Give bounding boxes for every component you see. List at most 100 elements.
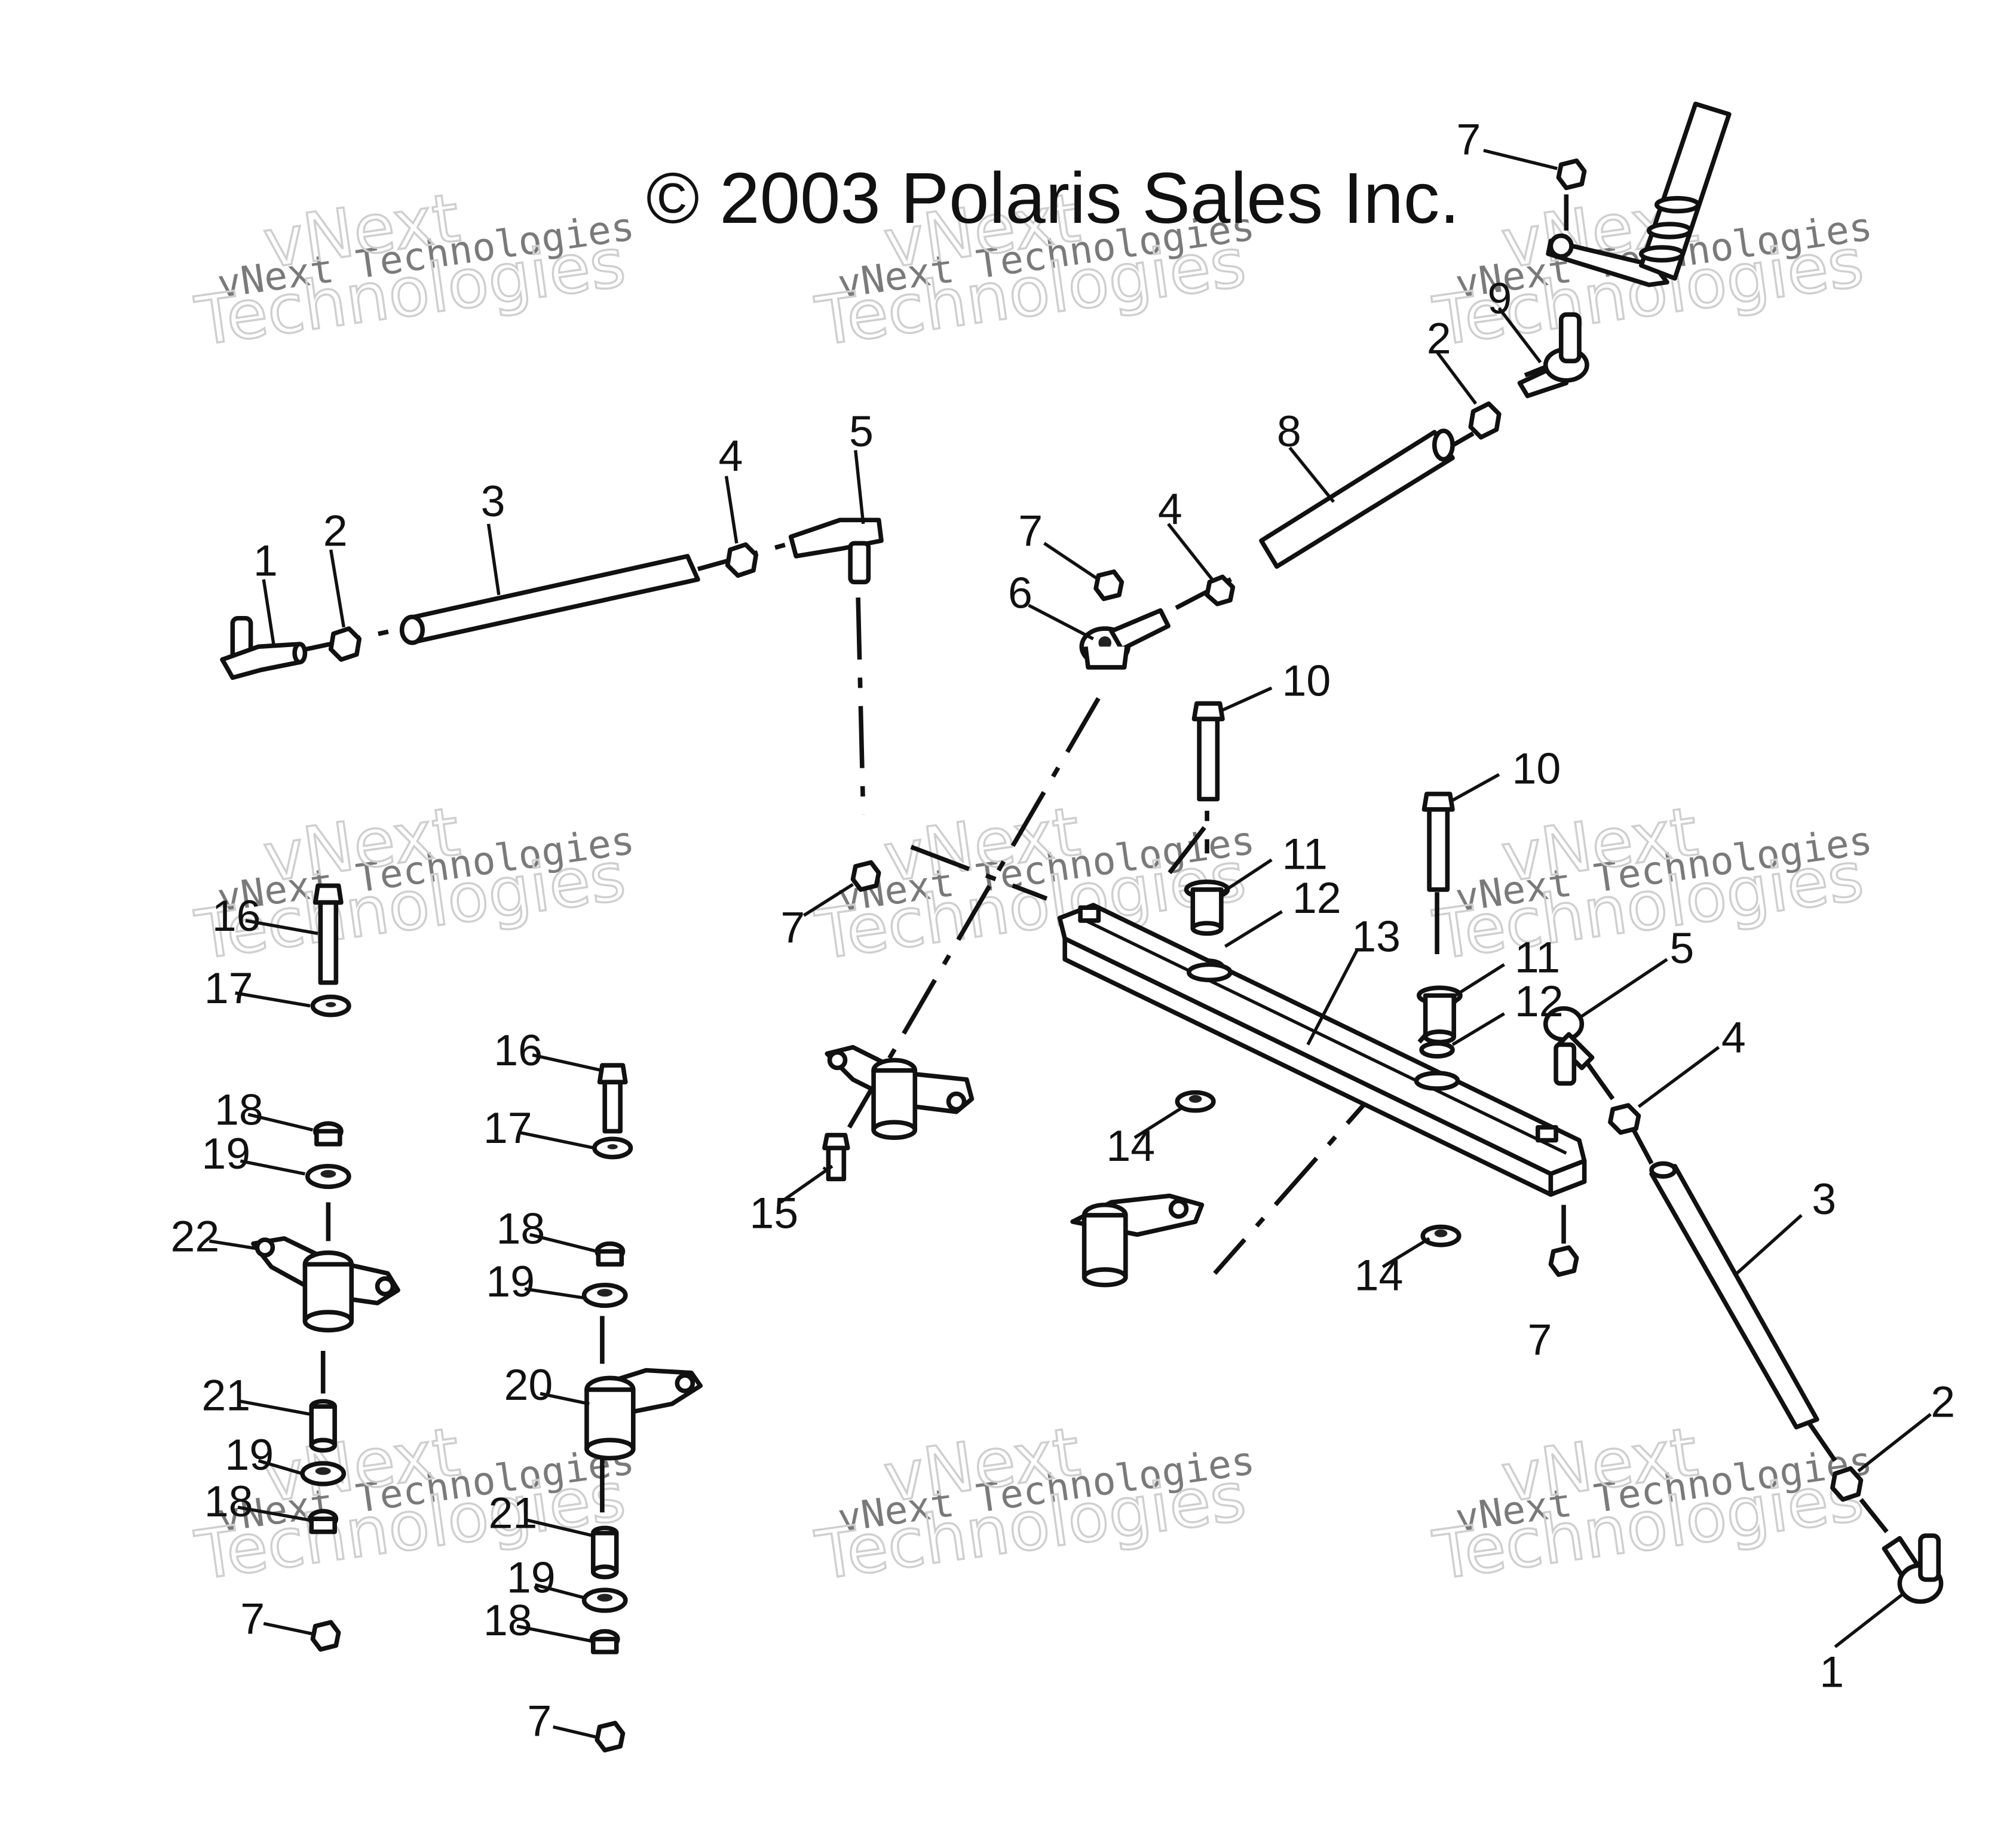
tie-rod-end-right-lower	[1882, 1533, 1944, 1604]
callout-18-left-lower: 18	[204, 1476, 253, 1526]
callout-19-left-upper: 19	[201, 1129, 250, 1178]
callout-11-left: 11	[1282, 829, 1328, 878]
spacer-19-left-upper	[305, 1163, 351, 1190]
tie-rod-end-left	[220, 615, 308, 681]
bolt-10-right	[1421, 792, 1455, 892]
callout-5-upper-left: 5	[849, 406, 874, 456]
washer-17-left	[310, 994, 351, 1017]
callout-22: 22	[170, 1212, 219, 1261]
tie-rod-end-upper-left	[788, 517, 884, 584]
spindle-bracket-20	[584, 1368, 703, 1461]
callout-16-mid: 16	[494, 1025, 543, 1075]
washer-14-lower	[1420, 1224, 1462, 1248]
callout-numbers: 1 2 3 4 5 7 2 9 8 4 7 6 10 10 11 12 13 1…	[170, 114, 1955, 1745]
bolt-16-left	[312, 883, 344, 985]
callout-4-center: 4	[1158, 484, 1182, 534]
callout-17-left: 17	[204, 963, 253, 1013]
bushing-18-mid	[595, 1241, 626, 1267]
parts	[220, 102, 1944, 1753]
lock-nut-top	[1556, 158, 1587, 191]
sleeve-21-mid	[590, 1525, 619, 1580]
watermarks: vNext Technologies vNext Technologies vN…	[190, 177, 1875, 1596]
spindle-bracket-22	[251, 1236, 400, 1333]
o-ring-12-right	[1419, 1041, 1455, 1059]
watermark: vNext Technologies vNext Technologies	[1428, 792, 1875, 976]
washer-17-mid	[592, 1136, 633, 1160]
spacer-19-left-lower	[300, 1461, 347, 1486]
callout-19-left-lower: 19	[225, 1430, 274, 1479]
tie-rod-center	[1259, 428, 1455, 569]
watermark: vNext Technologies vNext Technologies	[810, 1412, 1257, 1596]
bushing-18-left-lower	[308, 1509, 339, 1534]
callout-19-mid-upper: 19	[486, 1256, 535, 1306]
jam-nut-center	[1205, 574, 1236, 606]
callout-10-left: 10	[1282, 655, 1331, 705]
callout-1-upper-left: 1	[253, 535, 278, 585]
callout-7-right: 7	[1527, 1315, 1552, 1365]
bushing-11-right	[1416, 985, 1463, 1044]
callout-18-mid-lower: 18	[483, 1595, 532, 1645]
lock-nut-upper	[1093, 569, 1125, 602]
callout-20: 20	[504, 1360, 553, 1409]
callout-10-right: 10	[1512, 744, 1561, 793]
callout-21-mid: 21	[489, 1488, 538, 1537]
watermark: vNext Technologies vNext Technologies	[190, 792, 637, 976]
callout-11-right: 11	[1515, 932, 1560, 982]
callout-8: 8	[1277, 406, 1301, 456]
cross-member	[1057, 903, 1587, 1197]
callout-17-mid: 17	[483, 1103, 532, 1153]
washer-14-upper	[1175, 1090, 1216, 1113]
callout-1-lower-right: 1	[1819, 1647, 1844, 1696]
tie-rod-end-steering	[1517, 312, 1589, 399]
tie-rod-end-right-upper	[1543, 1006, 1595, 1086]
callout-7-left-lower: 7	[240, 1594, 265, 1644]
callout-12-right: 12	[1515, 976, 1564, 1026]
callout-6: 6	[1008, 568, 1032, 617]
bushing-18-mid-lower	[589, 1629, 620, 1654]
callout-7-mid: 7	[780, 903, 805, 952]
spindle-bracket-lower	[1070, 1193, 1205, 1288]
callout-4-upper-left: 4	[719, 431, 743, 480]
watermark: vNext Technologies vNext Technologies	[190, 177, 637, 361]
callout-2-upper-right: 2	[1427, 313, 1451, 363]
callout-14-lower: 14	[1355, 1250, 1404, 1299]
tie-rod-left	[399, 554, 700, 645]
callout-7-top: 7	[1456, 114, 1481, 164]
spacer-19-mid-lower	[581, 1587, 628, 1613]
callout-18-mid-upper: 18	[497, 1204, 546, 1253]
callout-16-left: 16	[212, 891, 261, 940]
callout-2-lower-right: 2	[1931, 1377, 1955, 1426]
tie-rod-end-center	[1079, 608, 1171, 670]
copyright-notice: © 2003 Polaris Sales Inc.	[646, 157, 1460, 238]
spindle-bracket-center	[825, 1044, 975, 1140]
bolt-10-left	[1191, 701, 1225, 802]
callout-19-mid-lower: 19	[507, 1552, 556, 1602]
callout-9: 9	[1487, 273, 1512, 323]
jam-nut-right-lower	[1830, 1466, 1864, 1502]
callout-12-left: 12	[1292, 873, 1341, 922]
sleeve-21-left	[309, 1399, 337, 1453]
callout-14-upper: 14	[1106, 1121, 1155, 1170]
callout-13: 13	[1352, 912, 1401, 961]
bolt-16-mid	[597, 1063, 628, 1134]
leader-lines	[209, 149, 1932, 1739]
callout-7-center: 7	[1018, 506, 1043, 556]
callout-3-right: 3	[1812, 1174, 1836, 1224]
spacer-19-mid-upper	[581, 1282, 628, 1308]
bushing-11-left	[1184, 879, 1230, 936]
callout-3-upper-left: 3	[481, 476, 505, 526]
tie-rod-right	[1649, 1161, 1819, 1430]
lock-nut-7-center	[850, 860, 881, 892]
lock-nut-7-right	[1548, 1245, 1579, 1277]
pitman-arm	[1546, 233, 1669, 287]
lock-nut-7-left-lower	[310, 1620, 341, 1652]
steering-shaft	[1638, 102, 1732, 281]
jam-nut-left-outer	[725, 542, 759, 578]
jam-nut-right-upper	[1468, 401, 1502, 440]
callout-18-left-upper: 18	[215, 1085, 264, 1135]
callout-21-left: 21	[201, 1371, 250, 1420]
callout-7-mid-lower: 7	[527, 1696, 552, 1746]
lock-nut-7-mid-lower	[595, 1721, 626, 1753]
bolt-15	[822, 1133, 850, 1182]
